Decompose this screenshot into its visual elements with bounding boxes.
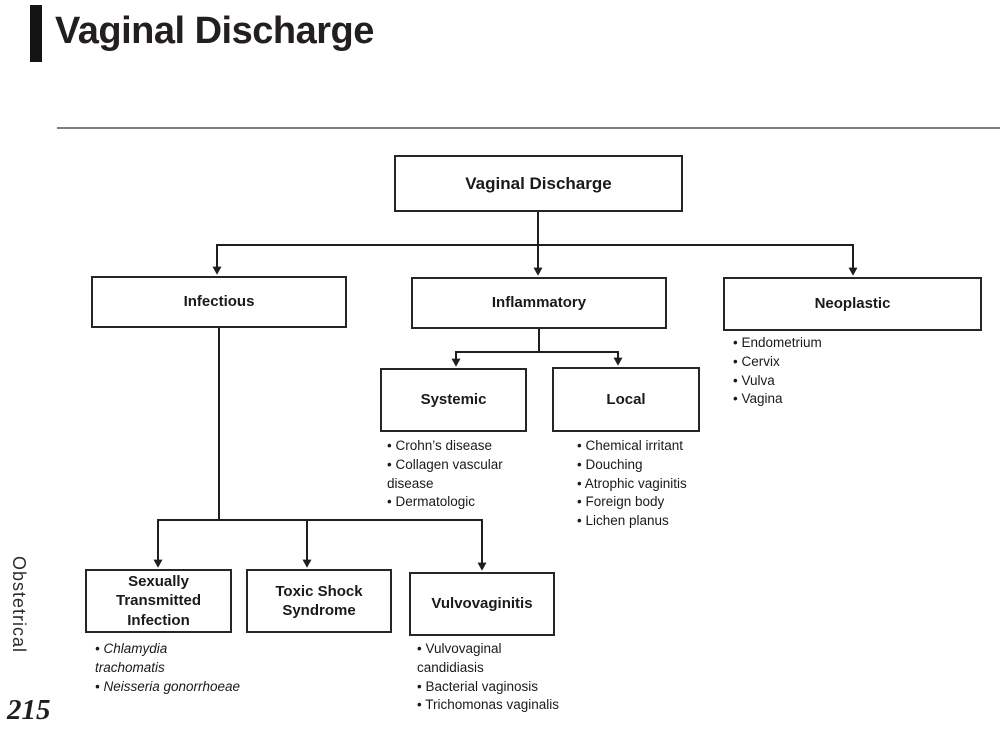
systemic-bullet-list: • Crohn’s disease • Collagen vascular di… xyxy=(387,437,527,512)
list-item: • Dermatologic xyxy=(387,494,476,510)
list-item: • Chlamydia trachomatis xyxy=(95,641,168,675)
list-item: • Cervix xyxy=(733,353,780,369)
node-inflammatory: Inflammatory xyxy=(411,277,667,329)
list-item: • Crohn’s disease xyxy=(387,438,493,453)
section-vertical-label: Obstetrical xyxy=(9,556,29,654)
node-local: Local xyxy=(552,367,700,432)
top-left-black-bar xyxy=(30,5,42,62)
list-item: • Vulva xyxy=(733,372,775,388)
list-item: • Trichomonas vaginalis xyxy=(417,697,560,713)
list-item: • Lichen planus xyxy=(577,513,669,529)
list-item: • Bacterial vaginosis xyxy=(417,678,539,694)
node-toxic-shock-syndrome: Toxic Shock Syndrome xyxy=(246,569,392,633)
page-title: Vaginal Discharge xyxy=(55,10,374,52)
node-vulvovaginitis: Vulvovaginitis xyxy=(409,572,555,636)
list-item: • Endometrium xyxy=(733,335,822,350)
node-vaginal-discharge: Vaginal Discharge xyxy=(394,155,683,212)
list-item: • Atrophic vaginitis xyxy=(577,475,687,491)
list-item: • Douching xyxy=(577,456,643,472)
node-systemic: Systemic xyxy=(380,368,527,432)
list-item: • Chemical irritant xyxy=(577,438,684,453)
neoplastic-bullet-list: • Endometrium • Cervix • Vulva • Vagina xyxy=(733,334,873,409)
vulvovaginitis-bullet-list: • Vulvovaginal candidiasis • Bacterial v… xyxy=(417,640,577,715)
list-item: • Vagina xyxy=(733,391,783,407)
list-item: • Vulvovaginal candidiasis xyxy=(417,641,502,675)
list-item: • Neisseria gonorrhoeae xyxy=(95,678,241,694)
node-sexually-transmitted-infection: Sexually Transmitted Infection xyxy=(85,569,232,633)
page-number: 215 xyxy=(7,694,51,726)
local-bullet-list: • Chemical irritant • Douching • Atrophi… xyxy=(577,437,732,531)
list-item: • Foreign body xyxy=(577,494,665,510)
node-neoplastic: Neoplastic xyxy=(723,277,982,331)
list-item: • Collagen vascular disease xyxy=(387,456,503,491)
node-infectious: Infectious xyxy=(91,276,347,328)
sti-bullet-list: • Chlamydia trachomatis • Neisseria gono… xyxy=(95,640,270,696)
title-divider xyxy=(57,127,1000,129)
